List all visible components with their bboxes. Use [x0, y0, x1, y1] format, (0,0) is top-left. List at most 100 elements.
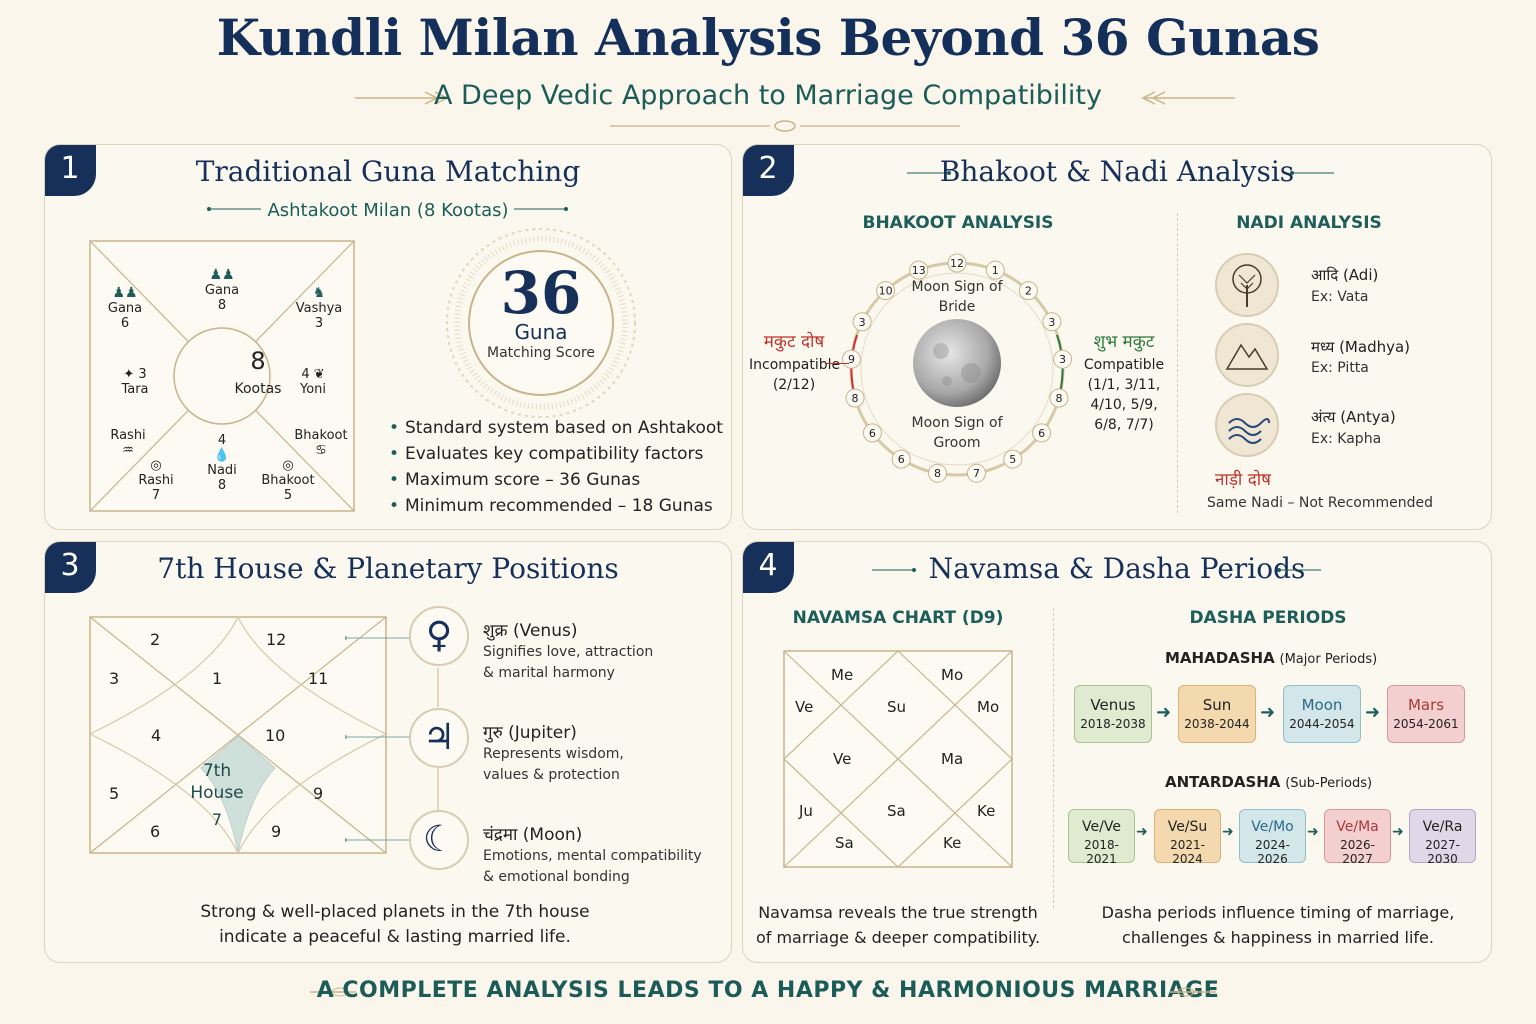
navamsa-cell: Ke	[943, 834, 962, 852]
ring-sign-number: 7	[973, 467, 980, 480]
arrow-right-icon: ➜	[1156, 702, 1172, 723]
ring-sign-number: 3	[859, 316, 866, 329]
ring-sign-number: 1	[992, 264, 999, 277]
score-value: 36	[500, 259, 582, 327]
moon-desc-1: Emotions, mental compatibility	[483, 848, 702, 864]
ring-sign-number: 8	[934, 467, 941, 480]
moon-name: चंद्रमा (Moon)	[483, 825, 583, 845]
navamsa-cell: Sa	[887, 802, 906, 820]
navamsa-heading: NAVAMSA CHART (D9)	[792, 608, 1004, 628]
right-ornament-icon	[1141, 91, 1235, 105]
navamsa-cell: Sa	[835, 834, 854, 852]
arrow-right-icon: ➜	[1136, 824, 1148, 840]
left-ornament-icon	[355, 91, 449, 105]
panel-number-badge: 1	[45, 145, 96, 196]
ring-sign-number: 9	[848, 353, 855, 366]
house-11: 11	[308, 669, 329, 688]
nadi-antya-name: अंत्य (Antya)	[1311, 408, 1396, 426]
ring-sign-number: 8	[852, 392, 859, 405]
ring-sign-marker	[862, 423, 882, 443]
venus-name: शुक्र (Venus)	[483, 621, 578, 641]
ring-sign-marker	[1042, 312, 1062, 332]
koota-rashi-left: Rashi♒	[103, 428, 153, 458]
ring-sign-number: 6	[1038, 427, 1045, 440]
house-10: 10	[265, 726, 286, 745]
nadi-heading: NADI ANALYSIS	[1236, 213, 1382, 233]
nadi-dosha-label: नाड़ी दोष	[1215, 470, 1271, 490]
panel-7th-house: 3 7th House & Planetary Positions 2 12 3…	[44, 541, 732, 963]
water-drop-icon: 💧	[213, 448, 231, 463]
koota-figure-icon: ♟♟	[112, 285, 138, 301]
navamsa-cell: Mo	[941, 666, 964, 684]
venus-icon: ♀	[409, 606, 469, 666]
score-sublabel: Matching Score	[486, 345, 596, 361]
ring-sign-number: 10	[879, 285, 893, 298]
guna-bullets: Standard system based on Ashtakoot Evalu…	[389, 415, 723, 519]
arrow-right-icon: ➜	[1307, 824, 1319, 840]
navamsa-cell: Ju	[799, 802, 813, 820]
house-chart	[89, 616, 387, 854]
ring-sign-number: 5	[1009, 453, 1016, 466]
moon-groom-label: Moon Sign of Groom	[911, 415, 1003, 451]
ring-sign-marker	[891, 449, 911, 469]
ring-sign-number: 3	[1059, 353, 1066, 366]
nadi-dosha-desc: Same Nadi – Not Recommended	[1207, 495, 1433, 511]
page-subtitle: A Deep Vedic Approach to Marriage Compat…	[434, 80, 1102, 111]
footer-tagline: A COMPLETE ANALYSIS LEADS TO A HAPPY & H…	[316, 978, 1220, 1003]
moon-icon	[913, 319, 1001, 407]
venus-desc-1: Signifies love, attraction	[483, 644, 654, 660]
ring-sign-marker	[947, 253, 967, 273]
jupiter-icon: ♃	[409, 708, 469, 768]
antardasha-heading: ANTARDASHA (Sub-Periods)	[1165, 773, 1373, 791]
arrow-right-icon: ➜	[1222, 824, 1234, 840]
section-divider	[1177, 213, 1178, 513]
dasha-note: Dasha periods influence timing of marria…	[1101, 903, 1455, 947]
venus-desc-2: & marital harmony	[483, 665, 615, 681]
shubh-makut-desc: Compatible (1/1, 3/11, 4/10, 5/9, 6/8, 7…	[1083, 357, 1165, 433]
ring-sign-number: 12	[950, 257, 964, 270]
koota-figure-icon: ♞	[312, 285, 326, 301]
moon-desc-2: & emotional bonding	[483, 869, 630, 885]
kootas-label: Kootas	[234, 381, 282, 397]
moon-bride-label: Moon Sign of Bride	[911, 279, 1003, 315]
dosha-connector	[825, 363, 849, 364]
navamsa-cell: Su	[887, 698, 907, 716]
kootas-count: 8	[250, 347, 266, 375]
score-medallion	[446, 228, 636, 418]
nadi-madhya-name: मध्य (Madhya)	[1311, 338, 1411, 356]
score-label: Guna	[514, 320, 568, 344]
bullet-item: Minimum recommended – 18 Gunas	[389, 493, 723, 519]
shubh-makut-label: शुभ मकुट	[1093, 332, 1155, 352]
koota-yoni: 4 ❦ Yoni	[299, 367, 327, 397]
mahadasha-heading: MAHADASHA (Major Periods)	[1165, 649, 1378, 667]
page-title: Kundli Milan Analysis Beyond 36 Gunas	[216, 8, 1320, 67]
panel-number-badge: 3	[45, 542, 96, 593]
navamsa-cell: Me	[831, 666, 854, 684]
ring-sign-marker	[1003, 449, 1023, 469]
jupiter-desc-2: values & protection	[483, 767, 620, 783]
navamsa-note: Navamsa reveals the true strength of mar…	[755, 903, 1041, 947]
ring-sign-marker	[1049, 388, 1069, 408]
panel-bhakoot-nadi: 2 Bhakoot & Nadi Analysis BHAKOOT ANALYS…	[742, 144, 1492, 530]
ring-sign-marker	[985, 260, 1005, 280]
panel-title: Bhakoot & Nadi Analysis	[939, 155, 1295, 188]
nadi-adi-circle	[1215, 253, 1279, 317]
wave-icon	[1228, 418, 1270, 444]
ring-sign-marker	[845, 388, 865, 408]
panel-title: Navamsa & Dasha Periods	[928, 552, 1306, 585]
nadi-adi-name: आदि (Adi)	[1311, 266, 1379, 284]
seventh-house-label: 7th House	[190, 761, 244, 803]
navamsa-cell: Ma	[941, 750, 964, 768]
bullet-item: Standard system based on Ashtakoot	[389, 415, 723, 441]
house-9-right: 9	[313, 784, 324, 803]
seventh-house-note: Strong & well-placed planets in the 7th …	[200, 902, 590, 947]
